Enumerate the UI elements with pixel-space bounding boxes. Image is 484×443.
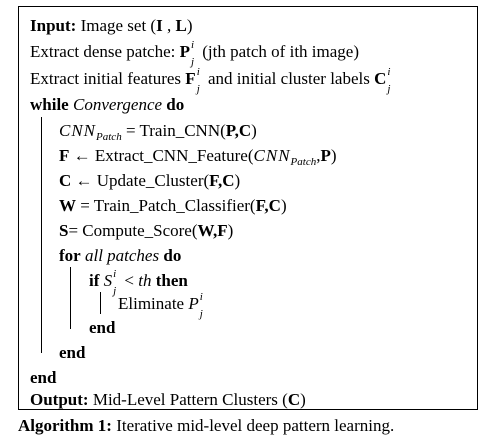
patch-variable: P [188, 294, 199, 313]
end-for: end [59, 343, 86, 362]
input-label: Input: [30, 16, 77, 35]
train-classifier-line: W = Train_Patch_Classifier(F,C) [59, 196, 287, 215]
while-condition: Convergence [72, 95, 163, 114]
train-cnn-call: = Train_CNN( [121, 121, 226, 140]
if-keyword: if [89, 271, 100, 290]
extract-patch-text: Extract dense patche: [30, 42, 180, 61]
cnn-name: CNN [59, 121, 97, 140]
w-symbol: W [59, 196, 76, 215]
score-variable: S [103, 271, 113, 290]
for-scope-rule [70, 267, 71, 329]
extract-features-text: Extract initial features [30, 69, 186, 88]
eliminate-text: Eliminate [118, 294, 189, 313]
input-close: ) [186, 16, 193, 35]
output-C: C [287, 390, 301, 409]
update-cluster-call: Update_Cluster( [96, 171, 210, 190]
cluster-symbol: C [374, 69, 387, 88]
while-line: while Convergence do [30, 95, 184, 115]
algorithm-caption: Algorithm 1: Iterative mid-level deep pa… [18, 416, 394, 436]
cnn-subscript: Patch [96, 131, 122, 143]
assign-arrow: ← [69, 146, 95, 165]
extract-feature-line: F ← Extract_CNN_Feature(CNNPatch,P) [59, 146, 337, 168]
input-comma: , [162, 16, 176, 35]
do-keyword: do [166, 95, 185, 114]
update-cluster-line: C ← Update_Cluster(F,C) [59, 171, 241, 190]
end-if: end [89, 318, 116, 337]
algorithm-box: Input: Image set (I , L) Extract dense p… [18, 6, 478, 410]
for-keyword: for [59, 246, 81, 265]
input-I: I [156, 16, 163, 35]
end-while: end [30, 368, 57, 387]
caption-label: Algorithm 1: [18, 416, 112, 435]
train-cnn-line: CNNPatch = Train_CNN(P,C) [59, 121, 257, 143]
input-text: Image set ( [80, 16, 157, 35]
output-text: Mid-Level Pattern Clusters ( [88, 390, 288, 409]
while-scope-rule [41, 117, 42, 353]
compute-score-call: = Compute_Score( [68, 221, 198, 240]
for-condition: all patches [84, 246, 160, 265]
patch-description: (jth patch of ith image) [198, 42, 359, 61]
cluster-labels-text: and initial cluster labels [203, 69, 375, 88]
output-line: Output: Mid-Level Pattern Clusters (C) [30, 390, 306, 409]
less-than: < [120, 271, 139, 290]
if-scope-rule [100, 292, 101, 314]
c-symbol: C [59, 171, 72, 190]
train-classifier-call: = Train_Patch_Classifier( [76, 196, 256, 215]
extract-feature-call: Extract_CNN_Feature( [94, 146, 254, 165]
while-keyword: while [30, 95, 69, 114]
then-keyword: then [155, 271, 188, 290]
train-cnn-args: P,C [225, 121, 252, 140]
threshold: th [138, 271, 152, 290]
patch-symbol: P [179, 42, 191, 61]
output-label: Output: [30, 390, 89, 409]
for-line: for all patches do [59, 246, 182, 265]
feature-symbol: F [185, 69, 196, 88]
caption-text: Iterative mid-level deep pattern learnin… [111, 416, 395, 435]
input-line: Input: Image set (I , L) [30, 16, 192, 36]
s-symbol: S [59, 221, 69, 240]
compute-score-line: S= Compute_Score(W,F) [59, 221, 234, 240]
input-L: L [175, 16, 187, 35]
f-symbol: F [59, 146, 70, 165]
